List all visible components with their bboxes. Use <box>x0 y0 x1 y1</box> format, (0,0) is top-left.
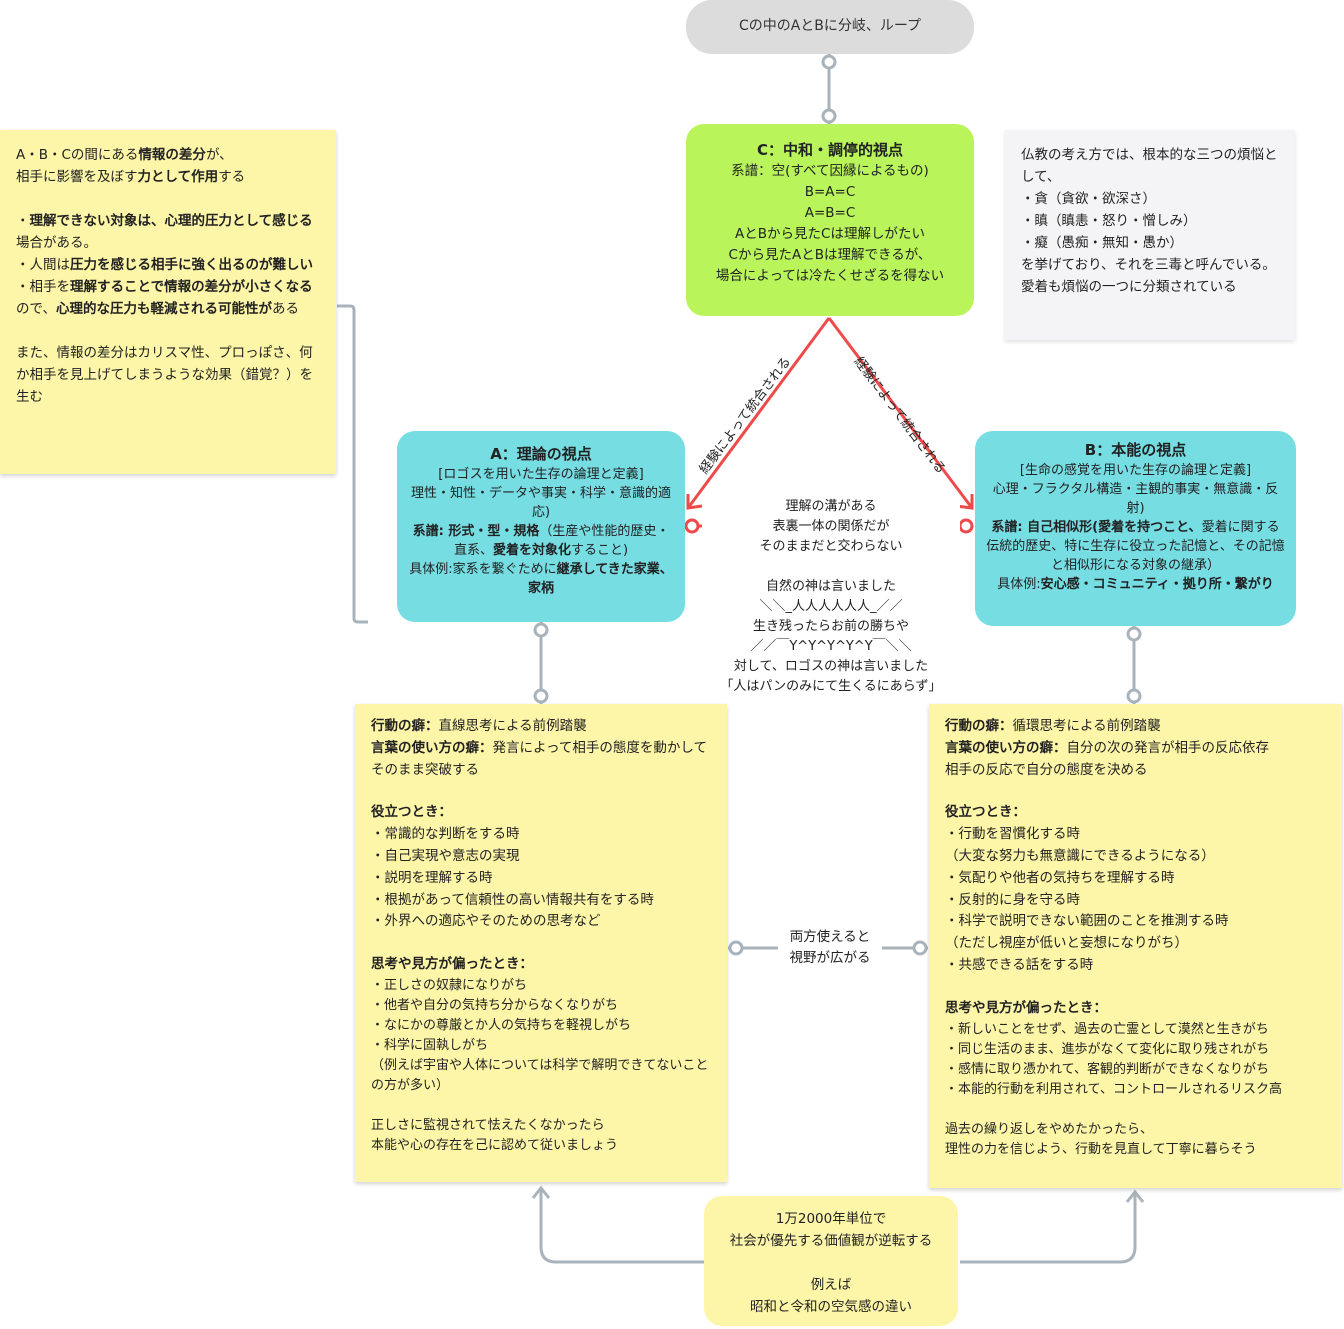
node-a-definition: [ロゴスを用いた生存の論理と定義] <box>438 467 644 482</box>
list-item: ・外界への適応やそのための思考など <box>371 913 601 930</box>
middle-label: 両方使えると 視野が広がる <box>778 927 882 969</box>
section-heading: 役立つとき： <box>945 804 1026 821</box>
note-line: 相手に影響を及ぼす力として作用する <box>16 169 246 185</box>
list-item: ・自己実現や意志の実現 <box>371 847 520 864</box>
list-item: （大変な努力も無意識にできるようになる） <box>945 847 1215 864</box>
note-line: 愛着も煩悩の一つに分類されている <box>1021 279 1237 295</box>
b-sticky[interactable]: 行動の癖：循環思考による前例踏襲 言葉の使い方の癖：自分の次の発言が相手の反応依… <box>929 704 1342 1188</box>
node-c-line: B=A=C <box>804 184 856 200</box>
right-note[interactable]: 仏教の考え方では、根本的な三つの煩悩として、 ・貪（貪欲・欲深さ） ・瞋（瞋恚・… <box>1005 130 1295 340</box>
node-a-lineage: 系譜: 形式・型・規格（生産や性能的歴史・直系、愛着を対象化すること) <box>412 524 670 558</box>
node-b[interactable]: B：本能の視点 [生命の感覚を用いた生存の論理と定義] 心理・フラクタル構造・主… <box>975 431 1296 626</box>
middle-label-line: 両方使えると <box>789 929 871 945</box>
left-note[interactable]: A・B・Cの間にある情報の差分が、 相手に影響を及ぼす力として作用する ・理解で… <box>0 130 336 474</box>
list-item: ・正しさの奴隷になりがち <box>371 977 528 993</box>
note-line: ・理解できない対象は、心理的圧力として感じる場合がある。 <box>16 213 313 251</box>
node-a-example: 具体例:家系を繋ぐために継承してきた家業、家柄 <box>409 562 673 596</box>
node-c-line: A=B=C <box>804 205 856 221</box>
closing-line: 理性の力を信じよう、行動を見直して丁寧に暮らそう <box>945 1141 1257 1157</box>
node-b-attributes: 心理・フラクタル構造・主観的事実・無意識・反射) <box>992 482 1279 516</box>
list-item: （ただし視座が低いと妄想になりがち） <box>945 935 1188 952</box>
list-item: ・他者や自分の気持ち分からなくなりがち <box>371 997 619 1013</box>
bottom-line: 社会が優先する価値観が逆転する <box>729 1233 933 1249</box>
center-line: 自然の神は言いました <box>765 579 896 594</box>
closing-line: 本能や心の存在を己に認めて従いましょう <box>371 1137 619 1153</box>
node-a[interactable]: A：理論の視点 [ロゴスを用いた生存の論理と定義] 理性・知性・データや事実・科… <box>397 431 685 622</box>
node-c-title: C：中和・調停的視点 <box>756 141 903 159</box>
center-line: ＼＼_人人人人人人_／／ <box>759 599 903 614</box>
bottom-right-arrow <box>960 1192 1137 1264</box>
node-b-lineage: 系譜: 自己相似形(愛着を持つこと、愛着に関する伝統的歴史、特に生存に役立った記… <box>986 520 1285 573</box>
note-line: 行動の癖：直線思考による前例踏襲 <box>371 718 587 734</box>
list-item: ・なにかの尊厳とか人の気持ちを軽視しがち <box>371 1017 632 1033</box>
red-edge-right <box>827 317 974 509</box>
note-line: ・瞋（瞋恚・怒り・憎しみ） <box>1021 213 1197 229</box>
center-line: 対して、ロゴスの神は言いました <box>733 659 929 674</box>
bottom-left-arrow <box>539 1188 704 1264</box>
note-line: 相手の反応で自分の態度を決める <box>945 761 1148 778</box>
list-item: （例えば宇宙や人体については科学で解明できてないことの方が多い） <box>371 1057 709 1093</box>
note-line: を挙げており、それを三毒と呼んでいる。 <box>1021 257 1276 273</box>
node-b-title: B：本能の視点 <box>1084 441 1187 459</box>
list-item: ・常識的な判断をする時 <box>371 826 520 843</box>
note-line: 行動の癖：循環思考による前例踏襲 <box>945 718 1161 734</box>
middle-label-line: 視野が広がる <box>789 950 871 966</box>
note-line: ・貪（貪欲・欲深さ） <box>1021 191 1156 207</box>
top-pill[interactable]: Cの中のAとBに分岐、ループ <box>686 0 974 54</box>
red-edge-left <box>686 317 831 509</box>
center-line: そのままだと交わらない <box>759 539 903 554</box>
center-line: 「人はパンのみにて生くるにあらず」 <box>720 679 942 694</box>
section-heading: 思考や見方が偏ったとき： <box>371 956 533 973</box>
list-item: ・本能的行動を利用されて、コントロールされるリスク高 <box>945 1081 1282 1097</box>
center-line: ／／￣Y^Y^Y^Y^Y￣＼＼ <box>750 639 912 654</box>
center-line: 生き残ったらお前の勝ちや <box>752 619 909 634</box>
node-b-definition: [生命の感覚を用いた生存の論理と定義] <box>1019 463 1252 478</box>
node-a-title: A：理論の視点 <box>490 445 592 463</box>
note-line: ・相手を理解することで情報の差分が小さくなるので、心理的な圧力も軽減される可能性… <box>16 279 313 317</box>
node-b-example: 具体例:安心感・コミュニティ・拠り所・繋がり <box>997 577 1274 592</box>
bottom-node[interactable]: 1万2000年単位で 社会が優先する価値観が逆転する 例えば 昭和と令和の空気感… <box>704 1196 958 1326</box>
node-a-attributes: 理性・知性・データや事実・科学・意識的適応) <box>410 486 671 520</box>
bracket-line <box>337 304 368 624</box>
note-line: A・B・Cの間にある情報の差分が、 <box>16 147 233 163</box>
node-c-line: 系譜：空(すべて因縁によるもの) <box>731 163 929 179</box>
note-line: 言葉の使い方の癖：発言によって相手の態度を動かしてそのまま突破する <box>371 739 708 778</box>
note-line: 言葉の使い方の癖：自分の次の発言が相手の反応依存 <box>945 739 1269 756</box>
center-line: 表裏一体の関係だが <box>772 519 890 534</box>
list-item: ・同じ生活のまま、進歩がなくて変化に取り残されがち <box>945 1041 1270 1057</box>
list-item: ・気配りや他者の気持ちを理解する時 <box>945 869 1175 886</box>
list-item: ・科学に固執しがち <box>371 1037 489 1053</box>
list-item: ・説明を理解する時 <box>371 869 493 886</box>
section-heading: 役立つとき： <box>371 804 452 821</box>
list-item: ・科学で説明できない範囲のことを推測する時 <box>945 913 1229 930</box>
node-c-line: Cから見たAとBは理解できるが、 <box>728 247 932 263</box>
list-item: ・行動を習慣化する時 <box>945 826 1080 843</box>
node-c-line: 場合によっては冷たくせざるを得ない <box>715 268 945 284</box>
list-item: ・新しいことをせず、過去の亡霊として漠然と生きがち <box>945 1021 1269 1037</box>
note-line: また、情報の差分はカリスマ性、プロっぽさ、何か相手を見上げてしまうような効果（錯… <box>16 345 313 405</box>
closing-line: 過去の繰り返しをやめたかったら、 <box>945 1121 1154 1137</box>
list-item: ・反射的に身を守る時 <box>945 891 1080 908</box>
note-line: 仏教の考え方では、根本的な三つの煩悩として、 <box>1021 147 1278 185</box>
bottom-line: 例えば <box>810 1277 852 1293</box>
node-c[interactable]: C：中和・調停的視点 系譜：空(すべて因縁によるもの) B=A=C A=B=C … <box>686 124 974 316</box>
note-line: ・癡（愚痴・無知・愚か） <box>1021 235 1183 251</box>
center-line: 理解の溝がある <box>785 499 877 514</box>
note-line: ・人間は圧力を感じる相手に強く出るのが難しい <box>16 257 313 273</box>
node-c-line: AとBから見たCは理解しがたい <box>735 226 925 242</box>
bottom-line <box>712 1252 950 1274</box>
list-item: ・感情に取り憑かれて、客観的判断ができなくなりがち <box>945 1061 1269 1077</box>
a-sticky[interactable]: 行動の癖：直線思考による前例踏襲 言葉の使い方の癖：発言によって相手の態度を動か… <box>355 704 727 1182</box>
bottom-line: 昭和と令和の空気感の違い <box>750 1299 912 1315</box>
list-item: ・根拠があって信頼性の高い情報共有をする時 <box>371 891 654 908</box>
section-heading: 思考や見方が偏ったとき： <box>945 999 1107 1016</box>
center-line <box>702 557 960 577</box>
closing-line: 正しさに監視されて怯えたくなかったら <box>371 1117 605 1133</box>
center-text: 理解の溝がある 表裏一体の関係だが そのままだと交わらない 自然の神は言いました… <box>702 497 960 697</box>
bottom-line: 1万2000年単位で <box>775 1211 887 1227</box>
list-item: ・共感できる話をする時 <box>945 956 1094 973</box>
